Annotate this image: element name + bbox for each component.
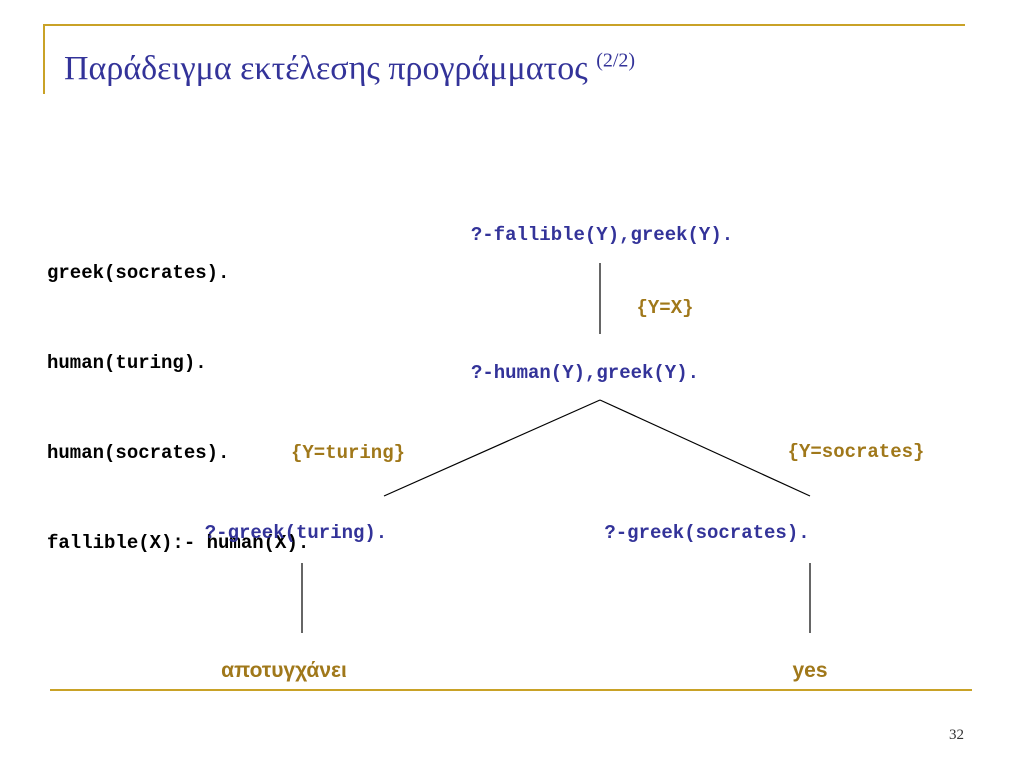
slide-frame-top-rule (43, 24, 965, 26)
substitution-left: {Y=turing} (290, 442, 406, 464)
page-number: 32 (949, 727, 964, 743)
tree-root-goal: ?-fallible(Y),greek(Y). (470, 224, 734, 246)
slide-frame-left-rule (43, 24, 45, 94)
slide-title: Παράδειγμα εκτέλεσης προγράμματος (2/2) (64, 50, 635, 88)
substitution-right: {Y=socrates} (787, 441, 925, 463)
edge-middle-to-right (599, 399, 811, 497)
slide-title-suffix: (2/2) (596, 49, 636, 72)
slide-frame-bottom-rule (50, 689, 972, 691)
tree-right-goal: ?-greek(socrates). (604, 522, 810, 544)
prolog-program: greek(socrates). human(turing). human(so… (47, 198, 309, 588)
program-clause: human(turing). (47, 352, 207, 374)
program-clause: greek(socrates). (47, 262, 230, 284)
program-clause: fallible(X):- human(X). (47, 532, 310, 554)
tree-middle-goal: ?-human(Y),greek(Y). (470, 362, 700, 384)
edge-middle-to-left (383, 399, 601, 497)
left-result-fail: αποτυγχάνει (221, 659, 347, 682)
slide-title-text: Παράδειγμα εκτέλεσης προγράμματος (64, 50, 588, 87)
program-clause: human(socrates). (47, 442, 230, 464)
tree-left-goal: ?-greek(turing). (204, 522, 388, 544)
right-result-yes: yes (792, 659, 828, 682)
substitution-root: {Y=X} (636, 297, 694, 319)
